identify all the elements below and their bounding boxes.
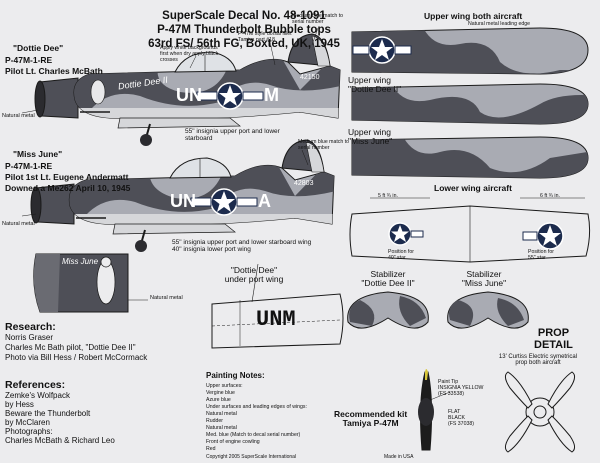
aircraft1-code-left: UN xyxy=(176,85,202,105)
stabilizer-june-drawing xyxy=(447,291,529,329)
wing-position-40: Position for 40" star xyxy=(388,249,414,261)
aircraft2-serial: 42803 xyxy=(294,180,314,187)
miss-june-nose-detail xyxy=(33,253,148,313)
aircraft1-note-medium-blue: Medium blue match to serial number xyxy=(292,13,344,25)
wing-label-lower: Lower wing aircraft xyxy=(434,183,512,193)
aircraft1-pilot: Pilot Lt. Charles McBath xyxy=(5,66,103,76)
recommended-kit: Recommended kit Tamiya P-47M xyxy=(334,409,408,428)
title-aircraft: P-47M Thunderbolt Bubble tops xyxy=(157,24,331,36)
aircraft1-natural-metal: Natural metal xyxy=(2,113,35,119)
references-title: References: xyxy=(5,379,66,391)
painting-line-7: Natural metal xyxy=(206,425,237,431)
aircraft1-note-dorsal-fillet: P-47M style dorsal fillet Tamiya part #1… xyxy=(238,31,292,43)
miss-june-natural-metal: Natural metal xyxy=(150,295,183,301)
aircraft1-model: P-47M-1-RE xyxy=(5,55,53,65)
prop-detail-desc: 13' Curtiss Electric symetrical prop bot… xyxy=(498,354,578,367)
painting-notes-title: Painting Notes: xyxy=(206,371,265,380)
painting-line-10: Red xyxy=(206,446,216,452)
propeller-blade-drawing xyxy=(418,369,434,451)
miss-june-side-profile xyxy=(30,139,335,252)
prop-detail-title: PROP DETAIL xyxy=(534,327,573,351)
footer-made-in: Made in USA xyxy=(384,454,414,460)
aircraft1-note-white-backgrounds: Apply white backgrounds first when dry a… xyxy=(160,45,219,63)
title-decal-number: SuperScale Decal No. 48-1091 xyxy=(162,10,326,22)
wing-label-upper-both: Upper wing both aircraft xyxy=(424,11,523,21)
wing-label-natural-edge: Natural metal leading edge xyxy=(468,21,531,27)
leader-lines xyxy=(21,27,451,401)
lower-wing-drawing xyxy=(349,197,591,263)
aircraft2-natural-metal: Natural metal xyxy=(2,221,35,227)
painting-line-3: Azure blue xyxy=(206,397,231,403)
dottie-under-wing-code: UNM xyxy=(256,307,296,332)
wing-label-upper-june: Upper wing "Miss June" xyxy=(348,127,393,146)
research-line-3: Photo via Bill Hess / Robert McCormack xyxy=(5,353,148,362)
dottie-under-wing-title: "Dottie Dee" under port wing xyxy=(224,265,284,284)
references-line-5: Photographs: xyxy=(5,427,53,436)
aircraft2-note-medium-blue: Medium blue match to serial number xyxy=(298,139,350,151)
aircraft1-name: "Dottie Dee" xyxy=(13,43,64,53)
painting-line-2: Vergine blue xyxy=(206,390,235,396)
wing-position-55: Position for 55" star xyxy=(528,249,554,261)
aircraft2-name: "Miss June" xyxy=(13,149,63,159)
aircraft2-pilot: Pilot 1st Lt. Eugene Andermatt xyxy=(5,172,129,182)
upper-wing-june-drawing xyxy=(351,136,589,179)
references-line-1: Zemke's Wolfpack xyxy=(5,391,70,400)
painting-line-4: Under surfaces and leading edges of wing… xyxy=(206,404,307,410)
painting-line-1: Upper surfaces: xyxy=(206,383,243,389)
aircraft1-serial: 42150 xyxy=(300,74,320,81)
title-unit: 63rd FS/ 56th FG, Boxted, UK, 1945 xyxy=(148,38,340,50)
references-line-3: Beware the Thunderbolt xyxy=(5,409,91,418)
dottie-under-wing-drawing xyxy=(211,263,344,349)
stabilizer-dottie-drawing xyxy=(347,291,429,329)
propeller-front-drawing xyxy=(504,371,576,453)
prop-paint-flat-black: FLAT BLACK (FS 37038) xyxy=(448,409,474,427)
painting-line-6: Rudder xyxy=(206,418,224,424)
wing-dimension-2: 6 ft ¾ in. xyxy=(540,193,560,199)
painting-line-8: Med. blue (Match to decal serial number) xyxy=(206,432,301,438)
stabilizer-dottie-label: Stabilizer "Dottie Dee II" xyxy=(361,269,415,288)
upper-wing-both-drawing xyxy=(351,27,589,75)
references-line-4: by McClaren xyxy=(5,418,50,427)
painting-line-9: Front of engine cowling xyxy=(206,439,260,445)
aircraft2-code-left: UN xyxy=(170,191,196,211)
upper-wing-dottie-drawing xyxy=(351,83,589,125)
aircraft2-code-right: A xyxy=(258,191,271,211)
aircraft2-downed: Downed a Me262 April 10, 1945 xyxy=(5,183,131,193)
wing-dimension-1: 5 ft ¾ in. xyxy=(378,193,398,199)
prop-paint-tip: Paint Tip INSIGNIA YELLOW (FS 33538) xyxy=(438,379,484,397)
research-line-1: Norris Graser xyxy=(5,333,54,342)
wing-label-upper-dottie: Upper wing "Dottie Dee II" xyxy=(348,75,402,94)
research-line-2: Charles Mc Bath pilot, "Dottie Dee II" xyxy=(5,343,136,352)
footer-copyright: Copyright 2005 SuperScale International xyxy=(206,454,297,460)
aircraft1-note-insignia: 55" insignia upper port and lower starbo… xyxy=(185,128,280,142)
aircraft2-model: P-47M-1-RE xyxy=(5,161,53,171)
references-line-2: by Hess xyxy=(5,400,34,409)
aircraft1-code-right: M xyxy=(264,85,279,105)
aircraft2-note-insignia: 55" insignia upper port and lower starbo… xyxy=(172,239,312,253)
miss-june-nose-text: Miss June xyxy=(62,257,99,266)
stabilizer-june-label: Stabilizer "Miss June" xyxy=(461,269,507,288)
references-line-6: Charles McBath & Richard Leo xyxy=(5,436,115,445)
research-title: Research: xyxy=(5,321,56,333)
painting-line-5: Natural metal xyxy=(206,411,237,417)
